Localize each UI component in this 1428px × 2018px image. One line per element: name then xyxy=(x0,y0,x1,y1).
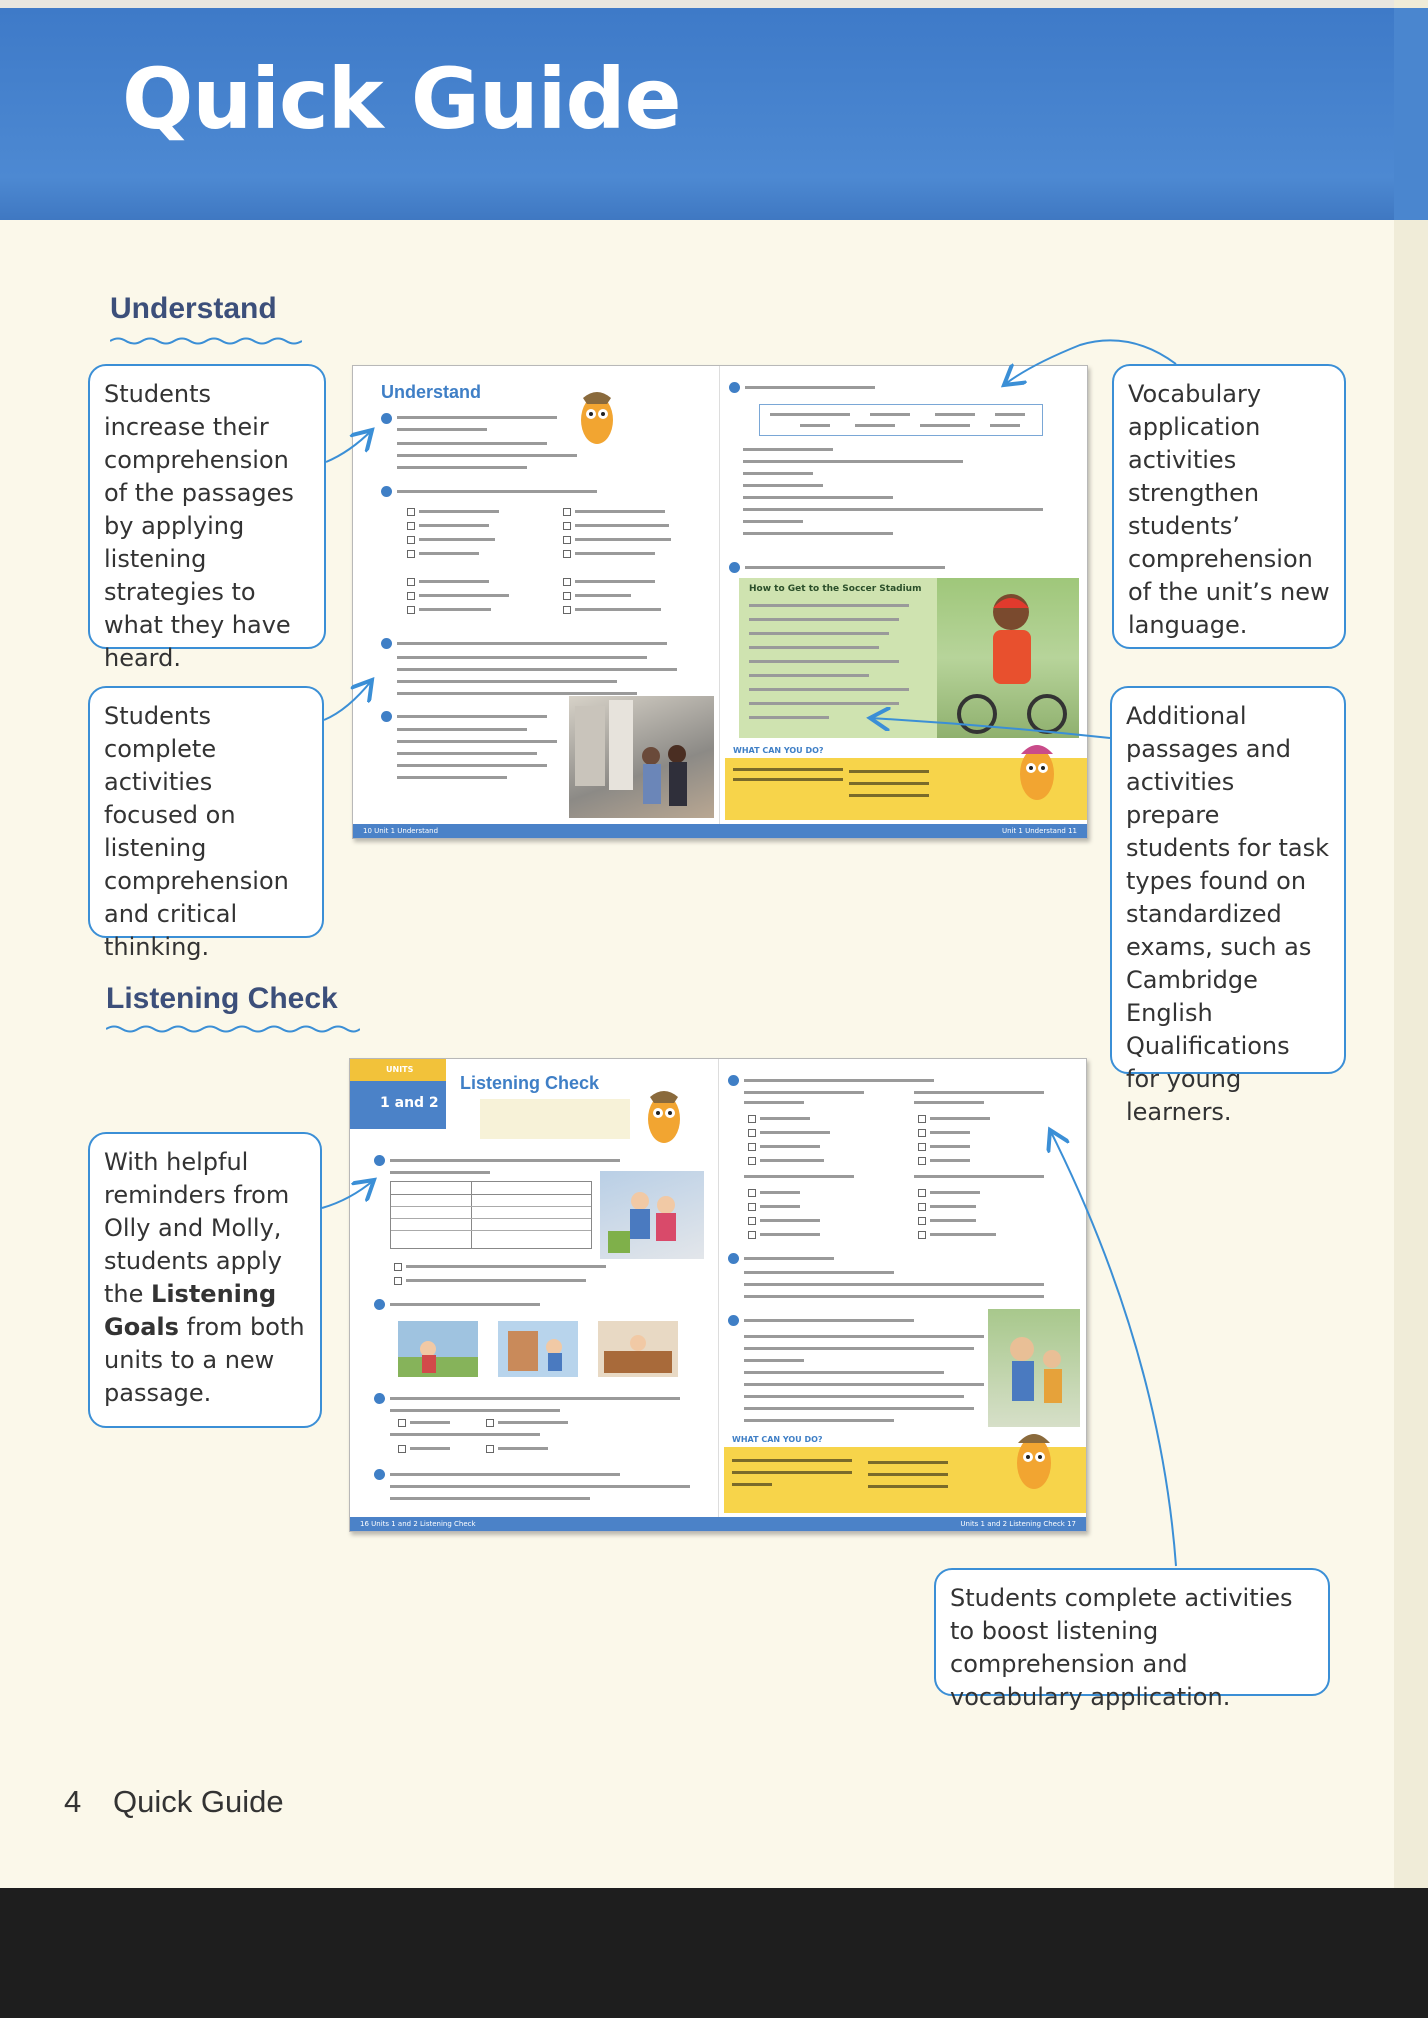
header-band xyxy=(0,8,1408,220)
note-understand-strategies: Students increase their comprehension of… xyxy=(88,364,326,672)
mascot-image xyxy=(573,386,621,448)
wave-divider xyxy=(106,1025,360,1033)
spread-left-page: UNITS 1 and 2 Listening Check xyxy=(350,1059,719,1531)
word-bank xyxy=(759,404,1043,436)
listening-goals-emphasis: Listening Goals xyxy=(104,1280,277,1341)
activity-marker xyxy=(381,413,392,424)
notes-table xyxy=(390,1181,592,1249)
units-number: 1 and 2 xyxy=(380,1095,439,1111)
page: Quick Guide Understand Understand xyxy=(0,0,1408,1888)
spread-footer-right: Units 1 and 2 Listening Check 17 xyxy=(718,1517,1086,1531)
listening-check-spread-preview: UNITS 1 and 2 Listening Check xyxy=(349,1058,1087,1532)
mascot-image xyxy=(1011,736,1063,806)
directions-box-title: How to Get to the Soccer Stadium xyxy=(749,584,922,594)
wave-divider xyxy=(110,337,302,345)
city-photo xyxy=(569,696,714,818)
note-understand-critical-thinking: Students complete activities focused on … xyxy=(88,686,324,961)
spread-right-page: How to Get to the Soccer Stadium WHAT CA… xyxy=(719,366,1087,838)
note-text: from both units to a new passage. xyxy=(104,1313,305,1407)
note-vocabulary-application: Vocabulary application activities streng… xyxy=(1112,364,1346,649)
reminder-box xyxy=(480,1099,630,1139)
spread-left-page: Understand xyxy=(353,366,720,838)
story-illustration xyxy=(600,1171,704,1259)
what-can-you-do-label: WHAT CAN YOU DO? xyxy=(732,1435,823,1444)
section-title-understand: Understand xyxy=(110,292,277,325)
picture-c xyxy=(598,1321,678,1377)
cyclist-photo xyxy=(937,578,1079,738)
children-photo xyxy=(988,1309,1080,1427)
page-number: 4 xyxy=(64,1784,82,1819)
spread-footer-left: 16 Units 1 and 2 Listening Check xyxy=(350,1517,718,1531)
section-title-listening-check: Listening Check xyxy=(106,982,338,1015)
what-can-you-do-label: WHAT CAN YOU DO? xyxy=(733,746,824,755)
picture-b xyxy=(498,1321,578,1377)
adjacent-page-edge xyxy=(1394,0,1428,1888)
spread-right-page: WHAT CAN YOU DO? Units 1 and 2 Listening… xyxy=(718,1059,1086,1531)
spread-title: Understand xyxy=(381,382,482,402)
footer-label: Quick Guide xyxy=(113,1784,284,1819)
mascot-image xyxy=(1008,1425,1060,1495)
spread-title: Listening Check xyxy=(460,1073,600,1093)
units-label: UNITS xyxy=(386,1065,414,1074)
note-text: With helpful reminders from Olly and Mol… xyxy=(104,1148,290,1308)
picture-a xyxy=(398,1321,478,1377)
mascot-image xyxy=(640,1085,688,1147)
understand-spread-preview: Understand xyxy=(352,365,1088,839)
note-additional-passages: Additional passages and activities prepa… xyxy=(1110,686,1346,1126)
spread-footer-left: 10 Unit 1 Understand xyxy=(353,824,719,838)
note-listening-goals: With helpful reminders from Olly and Mol… xyxy=(88,1132,322,1428)
callout-arrows xyxy=(321,339,1177,1567)
adjacent-page-band xyxy=(1394,8,1428,220)
top-strip xyxy=(0,0,1408,8)
note-listening-comprehension: Students complete activities to boost li… xyxy=(934,1568,1330,1711)
page-title: Quick Guide xyxy=(122,50,682,148)
spread-footer-right: Unit 1 Understand 11 xyxy=(719,824,1087,838)
